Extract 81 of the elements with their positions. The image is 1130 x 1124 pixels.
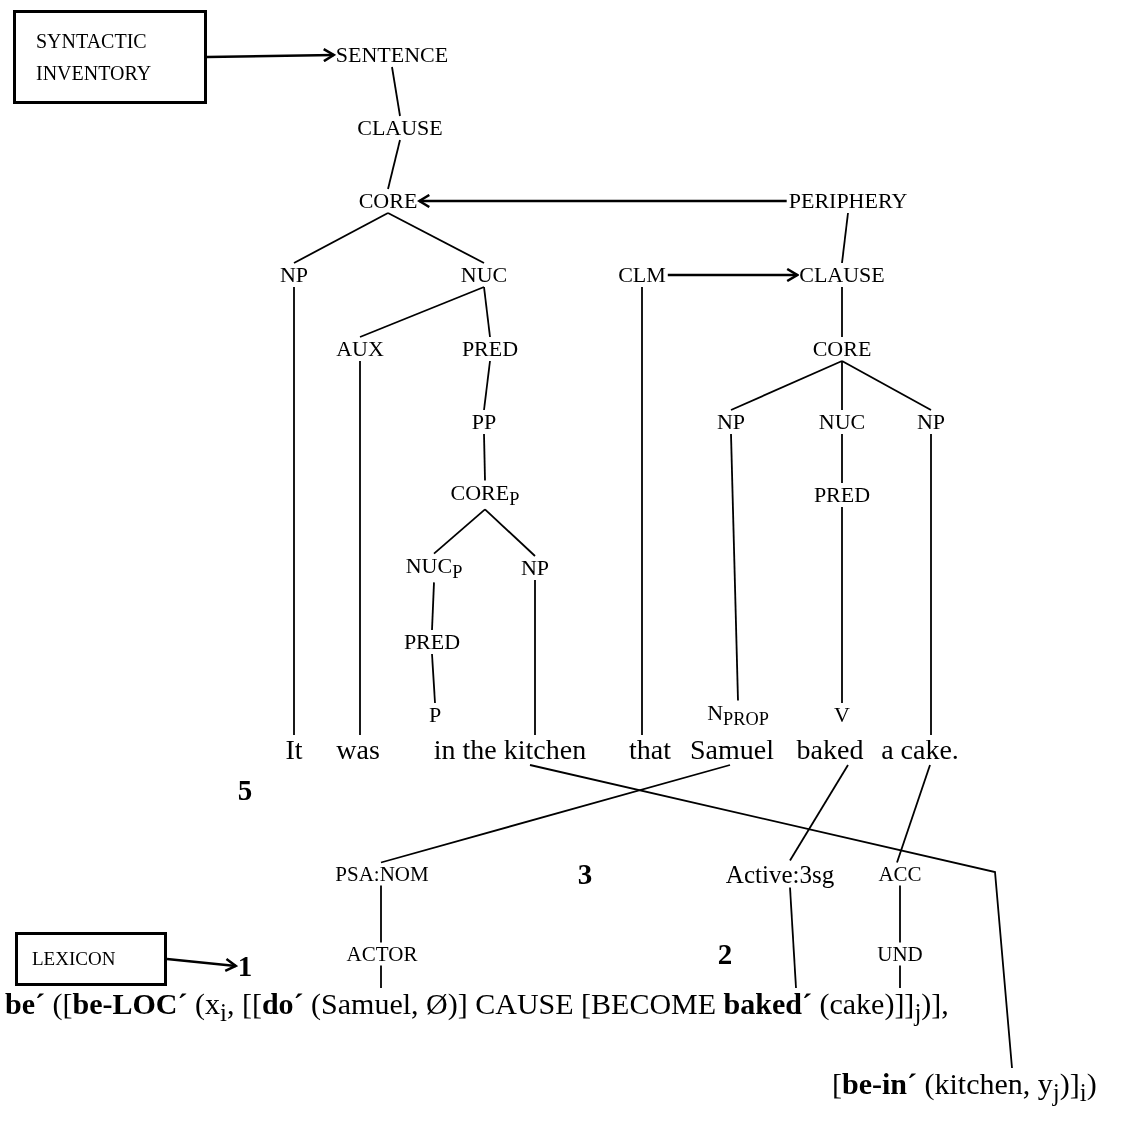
arrow <box>667 267 799 283</box>
category-label: PRED <box>401 630 463 654</box>
category-label: CORE <box>810 337 874 361</box>
tree-branch <box>730 360 843 411</box>
logical-structure: be´ ([be-LOC´ (x$_{i}$, [[do´ (Samuel, Ø)] CAUSE [BECOME baked´ (cake)]]$_{j}$)], <box>3 988 951 1026</box>
category-label: CORE$_{P}$ <box>448 480 522 510</box>
word: was <box>334 735 382 765</box>
tree-branch <box>484 508 536 557</box>
semantic-label: ACTOR <box>344 942 420 966</box>
tree-branch <box>730 433 739 702</box>
label-box: SYNTACTIC INVENTORY <box>13 10 207 104</box>
word: that <box>627 735 673 765</box>
tree-branch <box>387 212 485 264</box>
tree-branch <box>380 884 382 944</box>
tree-branch <box>930 433 932 736</box>
tree-branch <box>293 286 295 736</box>
word: It <box>283 735 305 765</box>
category-label: NP <box>914 410 948 434</box>
tree-branch <box>293 212 389 264</box>
arrow <box>206 47 336 63</box>
category-label: CLAUSE <box>797 263 887 287</box>
tree-branch <box>899 884 901 944</box>
category-label: AUX <box>334 337 386 361</box>
tree-branch <box>899 964 901 989</box>
tree-branch <box>841 286 843 338</box>
category-label: NUC <box>458 263 510 287</box>
step-number: 5 <box>237 775 253 805</box>
category-label: NP <box>714 410 748 434</box>
tree-branch <box>483 360 491 411</box>
tree-branch <box>896 764 931 864</box>
category-label: NUC <box>816 410 868 434</box>
category-label: NUC$_{P}$ <box>403 553 465 583</box>
word: a cake. <box>879 735 961 765</box>
tree-branch <box>359 286 485 338</box>
tree-branch <box>431 653 436 704</box>
category-label: NP <box>277 263 311 287</box>
tree-branch <box>483 286 491 338</box>
label-box: LEXICON <box>15 932 167 986</box>
tree-branch <box>789 764 849 862</box>
tree-branch <box>380 764 731 864</box>
tree-branch <box>433 508 486 555</box>
category-label: N$_{PROP}$ <box>705 700 771 730</box>
tree-branch <box>841 360 932 411</box>
tree-branch <box>483 433 486 482</box>
tree-branch <box>431 581 435 631</box>
step-number: 1 <box>235 950 255 982</box>
category-label: PRED <box>459 337 521 361</box>
category-label: NP <box>518 556 552 580</box>
category-label: SENTENCE <box>333 43 451 67</box>
category-label: PERIPHERY <box>786 189 910 213</box>
word: Samuel <box>688 735 776 765</box>
tree-branch <box>841 506 843 704</box>
category-label: PP <box>469 410 499 434</box>
category-label: CLAUSE <box>355 116 445 140</box>
category-label: PRED <box>811 483 873 507</box>
tree-branch <box>841 433 843 484</box>
tree-branch <box>641 286 643 736</box>
tree-branch <box>387 139 401 190</box>
arrow <box>166 957 238 973</box>
tree-branch <box>359 360 361 736</box>
tree-branch <box>841 360 843 411</box>
arrow <box>418 193 787 209</box>
logical-structure: [be-in´ (kitchen, y$_{j}$)]$_{i}$) <box>830 1068 1099 1106</box>
tree-branch <box>391 66 401 117</box>
category-label: V <box>832 703 852 727</box>
tree-branch <box>529 764 1013 1069</box>
category-label: CLM <box>616 263 668 287</box>
word: baked <box>794 735 866 765</box>
semantic-label: Active:3sg <box>723 860 837 888</box>
step-number: 3 <box>577 859 593 889</box>
word: in the kitchen <box>431 735 589 765</box>
semantic-label: PSA:NOM <box>333 862 431 886</box>
category-label: P <box>426 703 444 727</box>
semantic-label: UND <box>875 942 925 966</box>
tree-branch <box>380 964 382 989</box>
tree-branch <box>534 579 536 736</box>
semantic-label: ACC <box>876 862 924 886</box>
step-number: 2 <box>717 939 733 969</box>
tree-branch <box>789 886 797 989</box>
tree-branch <box>841 212 849 264</box>
category-label: CORE <box>356 189 420 213</box>
